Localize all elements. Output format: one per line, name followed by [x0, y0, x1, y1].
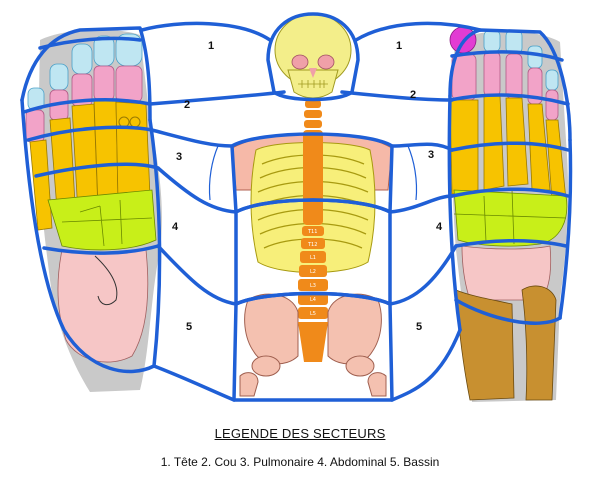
sector-boundaries — [20, 12, 573, 402]
vertebra-l3 — [298, 279, 328, 291]
vertebra-label-l1: L1 — [310, 255, 316, 261]
vertebra-label-l4: L4 — [310, 297, 316, 303]
reflexology-sector-diagram: T11 T12 L1 L2 L3 L4 L5 — [20, 12, 573, 403]
skull — [274, 13, 352, 99]
pelvis — [239, 293, 387, 397]
sector-number-right-3: 3 — [428, 149, 434, 161]
skeleton: T11 T12 L1 L2 L3 L4 L5 — [208, 13, 418, 397]
vertebra-label-l3: L3 — [310, 283, 316, 289]
left-heel — [57, 249, 149, 363]
right-phalanges — [451, 51, 559, 121]
right-tarsals — [453, 189, 568, 247]
left-phalanges — [25, 65, 143, 143]
left-toe-tips — [27, 33, 143, 111]
vertebra-label-t11: T11 — [307, 229, 317, 235]
vertebra-l2 — [299, 265, 327, 277]
sector-number-right-2: 2 — [410, 89, 416, 101]
right-foot — [449, 26, 568, 403]
sector-number-right-5: 5 — [416, 321, 422, 333]
vertebra-l5 — [298, 307, 328, 319]
left-tarsals — [47, 189, 157, 251]
cervical-spine — [304, 100, 322, 128]
sector-number-left-2: 2 — [184, 99, 190, 111]
sector-number-right-1: 1 — [396, 40, 402, 52]
sector-number-left-4: 4 — [172, 221, 179, 233]
vertebra-label-l2: L2 — [310, 269, 316, 275]
vertebra-l4 — [298, 293, 328, 305]
sector-numbers-right: 1 2 3 4 5 — [396, 40, 443, 333]
vertebra-t11 — [302, 226, 324, 236]
sector-number-left-1: 1 — [208, 40, 214, 52]
legend-items: 1. Tête 2. Cou 3. Pulmonaire 4. Abdomina… — [160, 455, 440, 469]
vertebra-label-l5: L5 — [310, 311, 316, 317]
sector-number-left-3: 3 — [176, 151, 182, 163]
right-leg-bones — [455, 285, 557, 401]
sector-numbers-left: 1 2 3 4 5 — [172, 40, 214, 333]
vertebra-label-t12: T12 — [307, 242, 317, 248]
legend-title: LEGENDE DES SECTEURS — [214, 426, 386, 441]
sector-number-right-4: 4 — [436, 221, 443, 233]
vertebra-t12 — [301, 238, 325, 249]
left-foot — [25, 29, 162, 393]
sector-number-left-5: 5 — [186, 321, 192, 333]
vertebra-l1 — [300, 251, 326, 263]
spine: T11 T12 L1 L2 L3 L4 L5 — [298, 130, 328, 319]
